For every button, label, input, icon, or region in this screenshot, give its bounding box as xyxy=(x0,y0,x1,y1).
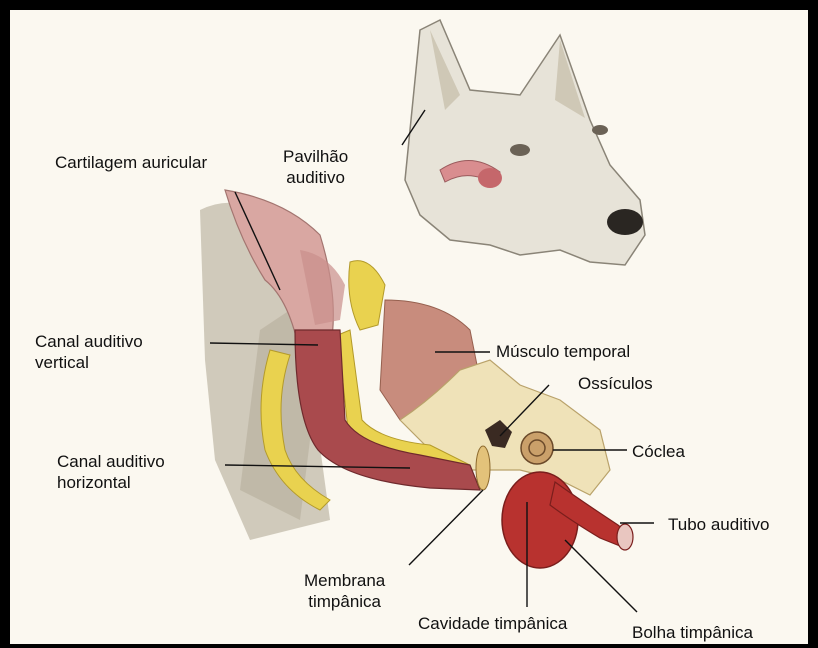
label-coclea: Cóclea xyxy=(632,441,685,462)
label-membrana-timpanica: Membrana timpânica xyxy=(304,570,385,612)
label-cartilagem-auricular: Cartilagem auricular xyxy=(55,152,207,173)
label-canal-auditivo-horizontal: Canal auditivo horizontal xyxy=(57,451,165,493)
label-bolha-timpanica: Bolha timpânica xyxy=(632,622,753,643)
label-canal-auditivo-vertical: Canal auditivo vertical xyxy=(35,331,143,373)
label-ossiculos: Ossículos xyxy=(578,373,653,394)
label-cavidade-timpanica: Cavidade timpânica xyxy=(418,613,567,634)
label-musculo-temporal: Músculo temporal xyxy=(496,341,630,362)
label-pavilhao-auditivo: Pavilhão auditivo xyxy=(283,146,348,188)
label-tubo-auditivo: Tubo auditivo xyxy=(668,514,769,535)
dog-head-illustration xyxy=(405,20,645,265)
